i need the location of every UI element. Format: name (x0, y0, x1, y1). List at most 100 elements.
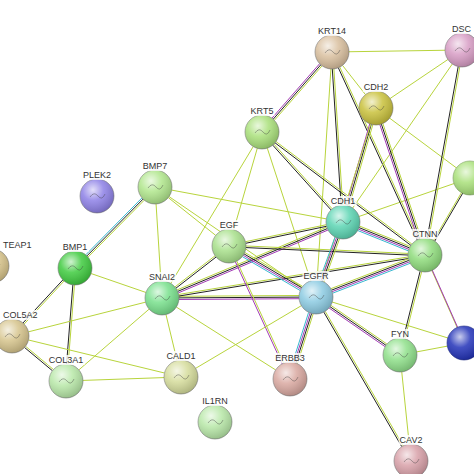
interaction-edge (275, 142, 412, 246)
evidence-line (179, 297, 299, 299)
evidence-line (402, 372, 409, 444)
protein-circle (299, 280, 333, 314)
protein-label: CDH2 (363, 82, 390, 92)
evidence-line (359, 228, 409, 248)
protein-circle (198, 405, 232, 439)
structure-icon (68, 266, 83, 270)
evidence-line (246, 226, 327, 243)
protein-circle (394, 444, 428, 474)
interaction-edge (91, 274, 146, 293)
protein-node: COL3A1 (49, 364, 83, 398)
protein-label: KRT5 (250, 106, 275, 116)
protein-circle (0, 319, 29, 353)
evidence-line (358, 231, 408, 251)
interaction-edge (246, 246, 408, 255)
evidence-line (272, 64, 320, 118)
evidence-line (274, 144, 332, 209)
protein-circle-sheen (445, 33, 474, 67)
interaction-edge (83, 378, 164, 381)
evidence-line (427, 67, 458, 239)
interaction-edge (177, 227, 328, 293)
protein-node: KRT14 (315, 35, 349, 69)
interaction-edge (67, 285, 75, 364)
interaction-edge (169, 197, 302, 288)
protein-circle-sheen (0, 319, 29, 353)
protein-circle (164, 360, 198, 394)
evidence-line (329, 308, 385, 347)
protein-circle-sheen (58, 251, 92, 285)
interaction-edge (349, 50, 445, 51)
protein-circle-sheen (383, 338, 417, 372)
protein-label: COL3A1 (48, 355, 85, 365)
evidence-line (234, 148, 258, 229)
protein-circle-sheen (164, 360, 198, 394)
interaction-edge (321, 124, 371, 281)
protein-circle (0, 319, 29, 353)
interaction-edge (331, 259, 410, 293)
interaction-edge (79, 309, 149, 370)
evidence-line (245, 253, 303, 287)
evidence-line (67, 285, 73, 364)
interaction-edge (329, 305, 387, 346)
protein-circle (212, 229, 246, 263)
evidence-line (383, 124, 421, 239)
evidence-line (273, 145, 331, 210)
evidence-line (348, 124, 372, 205)
interaction-edge (235, 261, 283, 364)
protein-circle (0, 249, 9, 283)
unlabeled-protein-node (447, 161, 474, 360)
structure-icon (222, 244, 237, 248)
evidence-line (179, 298, 299, 300)
interaction-edge (272, 64, 322, 121)
protein-node: PLEK2 (80, 179, 114, 213)
protein-circle-sheen (273, 362, 307, 396)
evidence-line (360, 226, 410, 246)
protein-circle-sheen (80, 179, 114, 213)
structure-icon (148, 185, 163, 189)
protein-circle (212, 229, 246, 263)
evidence-line (349, 50, 445, 51)
evidence-line (333, 263, 410, 293)
evidence-line (235, 262, 282, 364)
protein-circle-sheen (49, 364, 83, 398)
protein-label: CTNN (412, 229, 439, 239)
protein-label: ERBB3 (274, 353, 306, 363)
protein-node: EGFR (299, 280, 333, 314)
interaction-edge (346, 124, 373, 206)
protein-circle (359, 91, 393, 125)
protein-node: TEAP1 (0, 249, 9, 283)
protein-label: EGFR (302, 271, 329, 281)
protein-circle (58, 251, 92, 285)
protein-node: CDH1 (326, 205, 360, 239)
protein-circle (245, 115, 279, 149)
structure-icon (418, 253, 433, 257)
evidence-line (390, 60, 448, 99)
protein-circle-sheen (138, 170, 172, 204)
protein-label: IL1RN (201, 396, 229, 406)
protein-circle (326, 205, 360, 239)
structure-icon (283, 377, 298, 381)
protein-circle-sheen (0, 249, 9, 283)
protein-label: CDH1 (330, 196, 357, 206)
evidence-line (244, 254, 302, 288)
interaction-edge (179, 257, 409, 296)
evidence-line (169, 197, 302, 288)
protein-circle (315, 35, 349, 69)
evidence-line (245, 225, 326, 242)
protein-label: TEAP1 (2, 240, 33, 250)
protein-circle (49, 364, 83, 398)
protein-circle (164, 360, 198, 394)
protein-circle (383, 338, 417, 372)
protein-circle (245, 115, 279, 149)
protein-label: BMP1 (62, 242, 89, 252)
evidence-line (276, 142, 412, 245)
structure-icon (59, 379, 74, 383)
interaction-edge (245, 225, 326, 244)
interaction-edge (234, 148, 258, 229)
evidence-line (429, 67, 460, 239)
protein-node: CDH2 (359, 91, 393, 125)
protein-circle (273, 362, 307, 396)
protein-label: BMP7 (142, 161, 169, 171)
evidence-line (68, 285, 74, 364)
protein-node: CALD1 (164, 360, 198, 394)
